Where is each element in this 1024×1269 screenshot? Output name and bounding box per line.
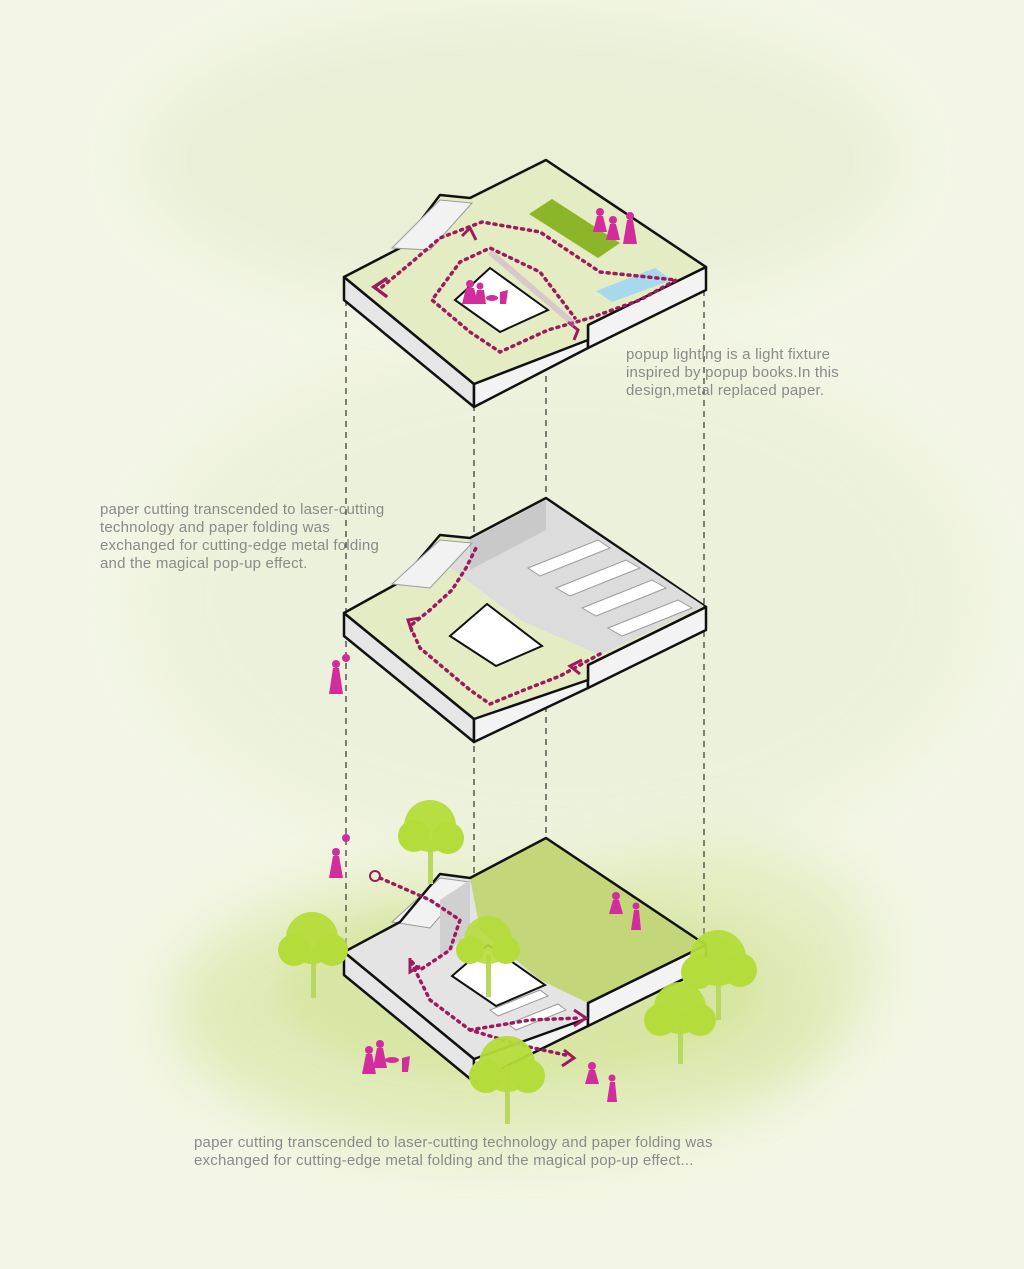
caption-popup-lighting: popup lighting is a light fixture inspir… bbox=[626, 346, 839, 400]
balloon-icon bbox=[342, 834, 350, 842]
caption-line: inspired by popup books.In this bbox=[626, 364, 839, 382]
cafe-table-icon bbox=[486, 295, 498, 301]
caption-paper-cutting: paper cutting transcended to laser-cutti… bbox=[100, 501, 384, 573]
cafe-table-icon bbox=[385, 1057, 399, 1063]
caption-line: exchanged for cutting-edge metal folding bbox=[100, 537, 384, 555]
balloon-icon bbox=[342, 654, 350, 662]
person-figure-icon bbox=[329, 848, 343, 878]
caption-metal-folding: paper cutting transcended to laser-cutti… bbox=[194, 1134, 713, 1170]
caption-line: technology and paper folding was bbox=[100, 519, 384, 537]
caption-line: popup lighting is a light fixture bbox=[626, 346, 839, 364]
caption-line: paper cutting transcended to laser-cutti… bbox=[100, 501, 384, 519]
caption-line: exchanged for cutting-edge metal folding… bbox=[194, 1152, 713, 1170]
caption-line: paper cutting transcended to laser-cutti… bbox=[194, 1134, 713, 1152]
caption-line: design,metal replaced paper. bbox=[626, 382, 839, 400]
caption-line: and the magical pop-up effect. bbox=[100, 555, 384, 573]
entry-point-marker bbox=[370, 871, 380, 881]
